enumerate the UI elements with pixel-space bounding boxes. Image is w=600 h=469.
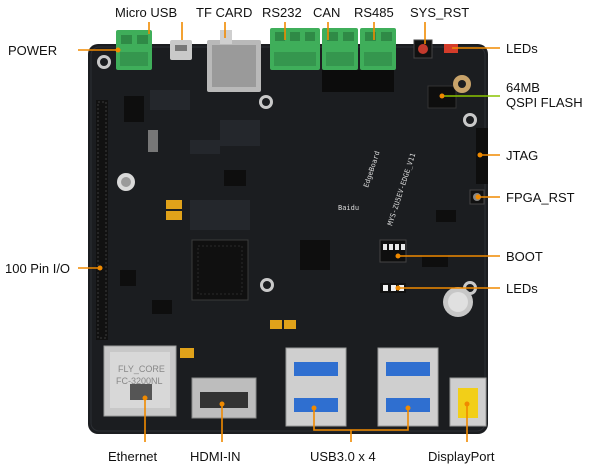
magjack-label-1: FLY_CORE — [118, 364, 165, 374]
label-power: POWER — [8, 43, 57, 58]
label-100-pin-io: 100 Pin I/O — [5, 261, 70, 276]
usb3-port-right — [377, 347, 439, 427]
label-rs485: RS485 — [354, 5, 394, 20]
label-ethernet: Ethernet — [108, 449, 158, 464]
sys-rst-button — [413, 39, 433, 59]
power-terminal — [116, 30, 152, 70]
rs232-terminal — [270, 28, 320, 70]
main-soc — [191, 239, 249, 301]
label-flash-line2: QSPI FLASH — [506, 95, 583, 110]
label-fpga-rst: FPGA_RST — [506, 190, 575, 205]
label-usb30: USB3.0 x 4 — [310, 449, 376, 464]
silk-baidu: Baidu — [338, 204, 359, 212]
ethernet-port: FLY_CORE FC-3200NL — [103, 345, 177, 417]
magjack-label-2: FC-3200NL — [116, 376, 163, 386]
pcb-components — [120, 90, 456, 358]
coin-battery — [443, 287, 473, 317]
usb3-port-left — [285, 347, 347, 427]
hdmi-port — [191, 377, 257, 419]
label-sys-rst: SYS_RST — [410, 5, 469, 20]
tf-card-slot — [207, 30, 261, 92]
label-leds-top: LEDs — [506, 41, 538, 56]
terminal-pins — [322, 70, 394, 92]
label-displayport: DisplayPort — [428, 449, 495, 464]
leader-lines — [78, 22, 500, 442]
labels: Micro USB TF CARD RS232 CAN RS485 SYS_RS… — [5, 5, 583, 464]
label-jtag: JTAG — [506, 148, 538, 163]
label-can: CAN — [313, 5, 340, 20]
label-leds-bottom: LEDs — [506, 281, 538, 296]
label-boot: BOOT — [506, 249, 543, 264]
boot-switch — [379, 239, 407, 263]
can-terminal — [322, 28, 358, 70]
label-flash-line1: 64MB — [506, 80, 540, 95]
micro-usb-connector — [170, 40, 192, 60]
led-top — [444, 44, 458, 53]
label-tf-card: TF CARD — [196, 5, 252, 20]
100-pin-io-header — [96, 100, 108, 340]
leader-dots — [97, 47, 483, 411]
label-rs232: RS232 — [262, 5, 302, 20]
rs485-terminal — [360, 28, 396, 70]
label-micro-usb: Micro USB — [115, 5, 177, 20]
label-hdmi-in: HDMI-IN — [190, 449, 241, 464]
